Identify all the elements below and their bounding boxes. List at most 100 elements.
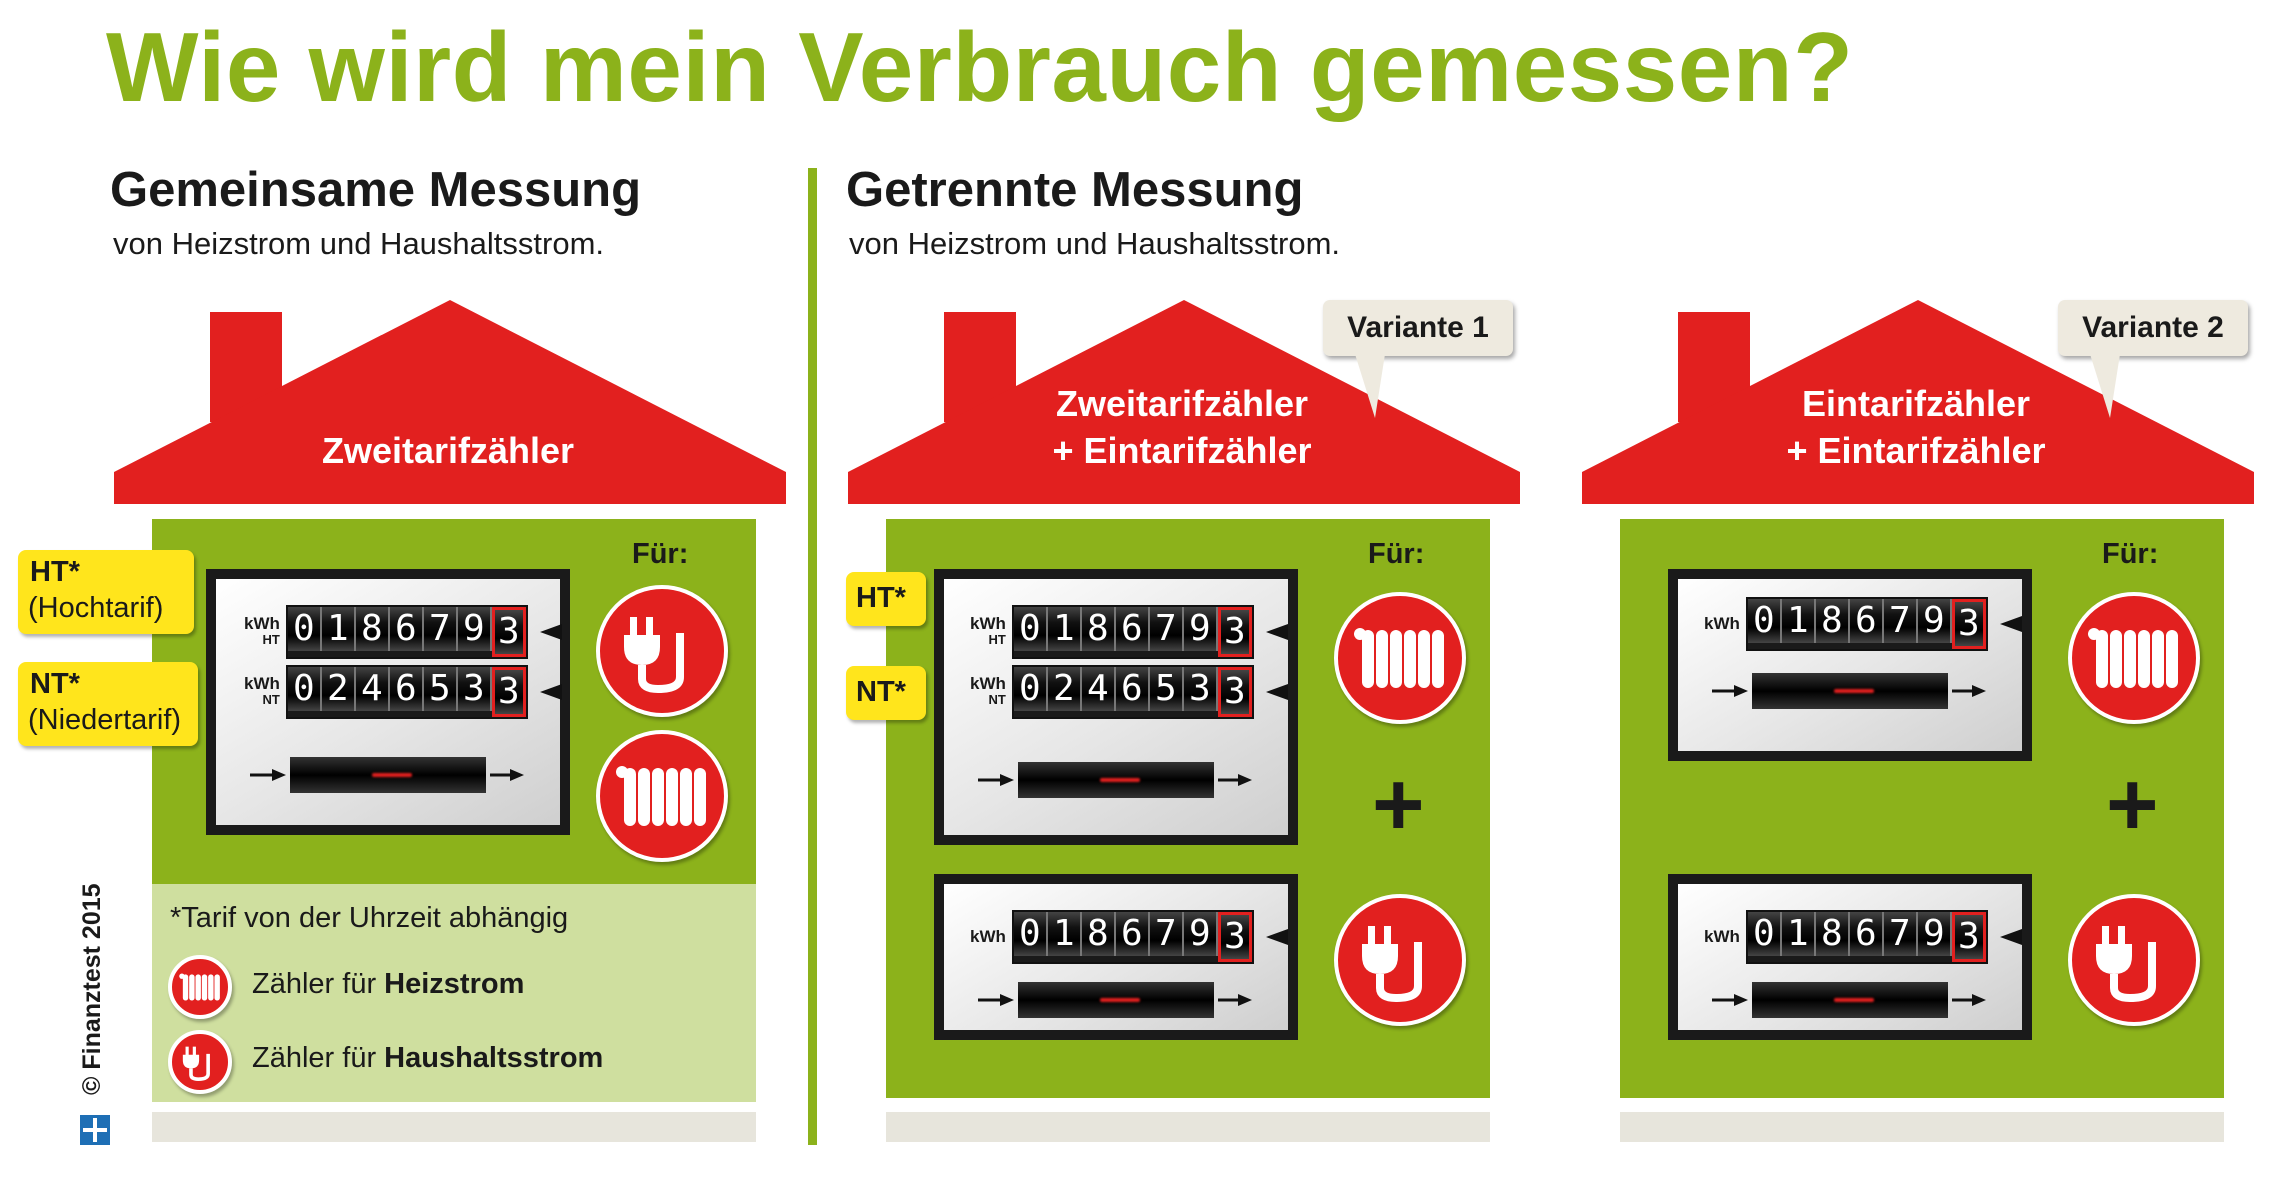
- plug-icon: [1334, 894, 1466, 1026]
- variant-1-badge-pointer: [1355, 354, 1385, 418]
- radiator-icon: [596, 730, 728, 862]
- register-single: kWh 0 1 8 6 7 9 3: [1704, 910, 2022, 964]
- house-2-roof: [848, 300, 1520, 504]
- counter-digit: 0: [1013, 667, 1048, 711]
- callout-nt-desc: (Niedertarif): [28, 704, 182, 736]
- left-section-title: Gemeinsame Messung: [110, 163, 642, 217]
- callout-ht: HT* (Hochtarif): [18, 550, 194, 634]
- legend-box: [152, 884, 756, 1102]
- register-sub: HT: [988, 632, 1006, 647]
- counter-digit: 0: [287, 607, 322, 651]
- counter-digit: 7: [1149, 607, 1184, 651]
- counter-digit: 8: [1815, 599, 1850, 643]
- register-unit: kWh: [970, 927, 1006, 946]
- house-1-roof-label: Zweitarifzähler: [321, 430, 575, 471]
- counter-digit: 0: [287, 667, 322, 711]
- copyright-text: © Finanztest 2015: [78, 883, 106, 1095]
- counter-digit: 9: [1183, 607, 1218, 651]
- legend-house-prefix: Zähler für: [252, 1042, 377, 1074]
- counter-digit: 8: [1081, 912, 1116, 956]
- callout-ht: HT*: [846, 572, 926, 626]
- single-tariff-meter: kWh 0 1 8 6 7 9 3: [1668, 569, 2032, 761]
- counter-digit: 1: [1781, 599, 1816, 643]
- counter-digit: 3: [1951, 599, 1986, 649]
- counter-digit: 3: [1217, 607, 1252, 657]
- counter-digit: 1: [1047, 912, 1082, 956]
- house-3-roof-label: Eintarifzähler + Eintarifzähler: [1578, 380, 2254, 474]
- legend-heat-prefix: Zähler für: [252, 968, 377, 1000]
- right-section-title: Getrennte Messung: [846, 163, 1304, 217]
- register-unit: kWh: [244, 614, 280, 633]
- house-3-roof: [1582, 300, 2254, 504]
- counter-digit: 9: [1183, 912, 1218, 956]
- fuer-label: Für:: [632, 538, 689, 570]
- register-arrow: [539, 624, 562, 640]
- meter-disc: [1712, 982, 1988, 1018]
- meter-disc: [1712, 673, 1988, 709]
- counter-digit: 2: [321, 667, 356, 711]
- counter-digit: 0: [1013, 912, 1048, 956]
- right-section-subtitle: von Heizstrom und Haushaltsstrom.: [849, 226, 1341, 261]
- single-tariff-meter: kWh 0 1 8 6 7 9 3: [1668, 874, 2032, 1040]
- register-unit: kWh: [970, 614, 1006, 633]
- counter-digit: 1: [1047, 607, 1082, 651]
- variant-1-badge: Variante 1: [1323, 300, 1513, 356]
- counter-digit: 3: [1183, 667, 1218, 711]
- fuer-label: Für:: [1368, 538, 1425, 570]
- counter-digit: 9: [1917, 599, 1952, 643]
- counter-digit: 6: [1115, 912, 1150, 956]
- register-arrow: [1265, 624, 1288, 640]
- counter-digit: 7: [1149, 912, 1184, 956]
- callout-ht-label: HT*: [30, 556, 80, 588]
- counter-digit: 7: [1883, 599, 1918, 643]
- plug-icon: [2068, 894, 2200, 1026]
- counter-digit: 4: [355, 667, 390, 711]
- callout-nt: NT* (Niedertarif): [18, 662, 198, 746]
- plug-icon: [596, 585, 728, 717]
- fuer-label: Für:: [2102, 538, 2159, 570]
- callout-ht-label: HT*: [856, 582, 906, 614]
- plus-sign: +: [1372, 755, 1425, 855]
- counter-digit: 5: [423, 667, 458, 711]
- legend-footnote: *Tarif von der Uhrzeit abhängig: [170, 902, 569, 934]
- variant-2-badge: Variante 2: [2058, 300, 2248, 356]
- counter-digit: 6: [389, 667, 424, 711]
- callout-nt: NT*: [846, 666, 926, 720]
- register-arrow: [1999, 929, 2022, 945]
- house-3-footer: [1620, 1112, 2224, 1142]
- house-3-roof-line2: + Eintarifzähler: [1786, 430, 2046, 471]
- counter-digit: 8: [1815, 912, 1850, 956]
- counter-digit: 3: [491, 607, 526, 657]
- radiator-icon: [2068, 592, 2200, 724]
- house-1-roof: [114, 300, 786, 504]
- register-arrow: [1265, 929, 1288, 945]
- counter-digit: 3: [1217, 667, 1252, 717]
- legend-heat-bold: Heizstrom: [384, 968, 525, 1000]
- meter-disc: [978, 762, 1254, 798]
- register-single: kWh 0 1 8 6 7 9 3: [1704, 597, 2022, 651]
- legend-heat: Zähler für Heizstrom: [252, 968, 524, 1001]
- house-2-roof-line1: Zweitarifzähler: [1055, 383, 1309, 424]
- counter-digit: 5: [1149, 667, 1184, 711]
- counter-digit: 0: [1013, 607, 1048, 651]
- counter-digit: 7: [423, 607, 458, 651]
- register-unit: kWh: [970, 674, 1006, 693]
- radiator-icon: [1334, 592, 1466, 724]
- counter-digit: 6: [1115, 667, 1150, 711]
- register-sub: NT: [262, 692, 280, 707]
- counter-digit: 4: [1081, 667, 1116, 711]
- counter-digit: 3: [457, 667, 492, 711]
- left-section-subtitle: von Heizstrom und Haushaltsstrom.: [113, 226, 605, 261]
- meter-disc: [250, 757, 526, 793]
- register-single: kWh 0 1 8 6 7 9 3: [970, 910, 1288, 964]
- page-title: Wie wird mein Verbrauch gemessen?: [106, 12, 1854, 122]
- counter-digit: 8: [1081, 607, 1116, 651]
- counter-digit: 0: [1747, 912, 1782, 956]
- house-2-roof-label: Zweitarifzähler + Eintarifzähler: [844, 380, 1520, 474]
- counter-digit: 6: [1849, 912, 1884, 956]
- register-unit: kWh: [1704, 927, 1740, 946]
- counter-digit: 6: [1115, 607, 1150, 651]
